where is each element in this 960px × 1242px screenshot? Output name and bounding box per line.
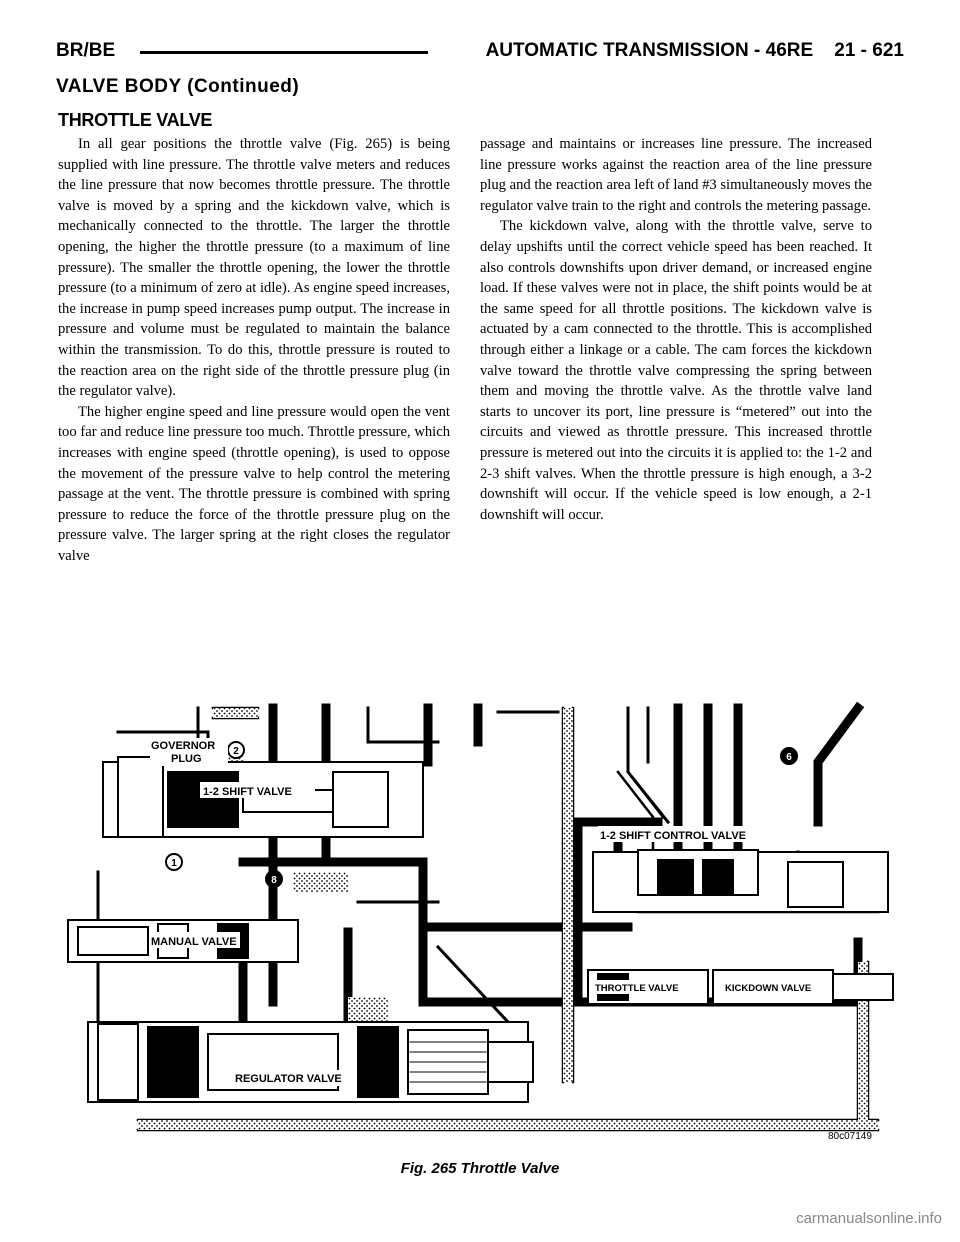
paragraph: passage and maintains or increases line …	[480, 136, 872, 214]
header-rule	[140, 51, 428, 54]
label-1-2-shift-control-valve: 1-2 SHIFT CONTROL VALVE	[600, 830, 746, 842]
label-manual-valve: MANUAL VALVE	[151, 936, 237, 948]
page-header: BR/BE AUTOMATIC TRANSMISSION - 46RE 21 -…	[56, 40, 904, 70]
callout-8: 8	[271, 875, 277, 886]
figure-code: 80c07149	[828, 1131, 872, 1142]
header-model: BR/BE	[56, 40, 116, 61]
label-governor: GOVERNOR	[151, 740, 215, 752]
section-title: VALVE BODY (Continued)	[56, 76, 300, 97]
watermark: carmanualsonline.info	[796, 1210, 942, 1227]
label-plug: PLUG	[171, 753, 202, 765]
callout-2: 2	[233, 746, 239, 757]
label-throttle-valve: THROTTLE VALVE	[595, 983, 679, 994]
throttle-valve-diagram: 2 1 8 6 GOVERNOR PLUG 1-2 SHIFT VALVE 1-…	[67, 702, 894, 1142]
text-column-left: In all gear positions the throttle valve…	[58, 134, 450, 566]
callout-1: 1	[171, 858, 177, 869]
paragraph: The higher engine speed and line pressur…	[58, 403, 450, 564]
label-kickdown-valve: KICKDOWN VALVE	[725, 983, 811, 994]
header-section-page: AUTOMATIC TRANSMISSION - 46RE 21 - 621	[485, 40, 904, 61]
callout-6: 6	[786, 752, 792, 763]
subheading: THROTTLE VALVE	[58, 110, 213, 130]
text-column-right: passage and maintains or increases line …	[480, 134, 872, 525]
paragraph: In all gear positions the throttle valve…	[58, 136, 450, 400]
paragraph: The kickdown valve, along with the throt…	[480, 218, 872, 523]
label-regulator-valve: REGULATOR VALVE	[235, 1073, 342, 1085]
label-1-2-shift-valve: 1-2 SHIFT VALVE	[203, 786, 292, 798]
figure-caption: Fig. 265 Throttle Valve	[400, 1160, 560, 1177]
